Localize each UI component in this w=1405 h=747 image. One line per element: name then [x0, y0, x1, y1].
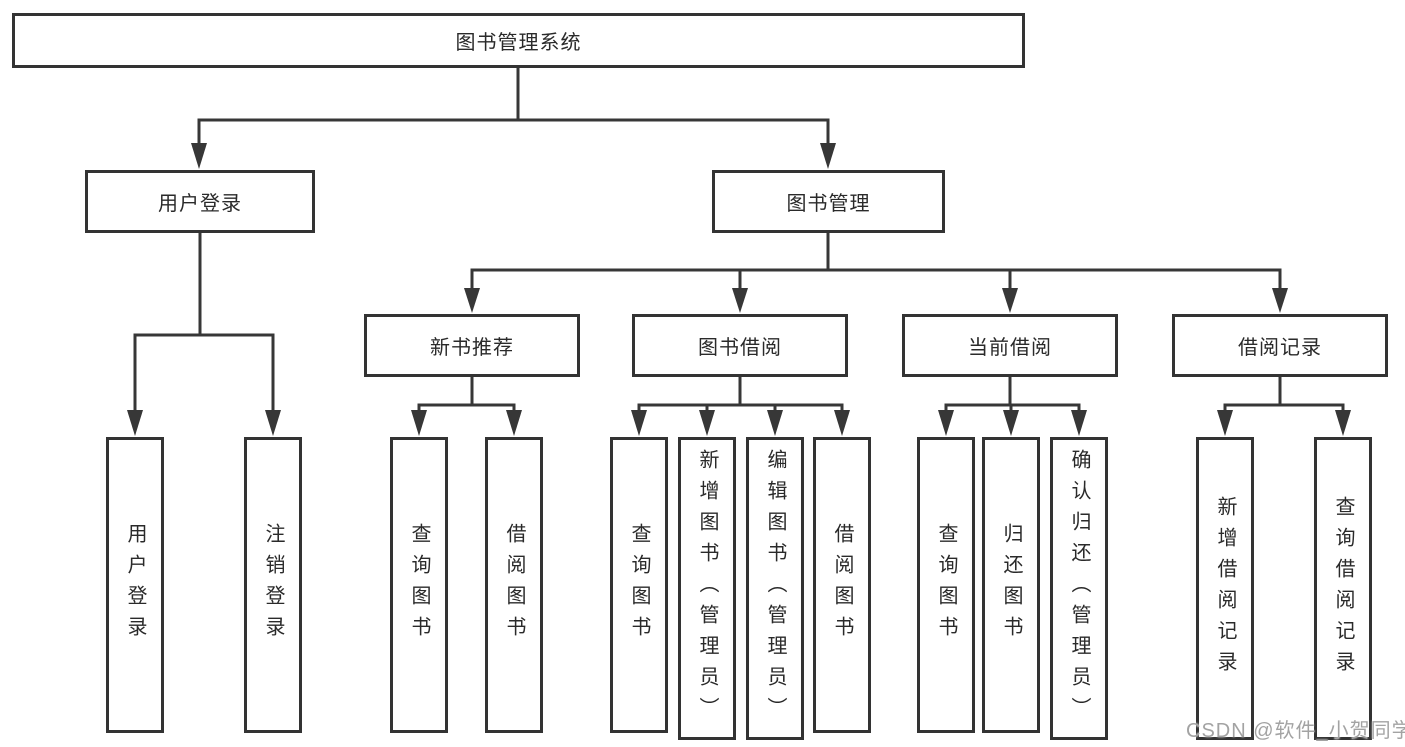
edge-book-management-to-groups [464, 233, 1288, 313]
arrow-down-icon [1217, 410, 1233, 436]
leaf-query-books-borrow: 查询图书 [610, 437, 668, 733]
node-label: 图书借阅 [698, 337, 782, 359]
leaf-confirm-return-admin: 确认归还（管理员） [1050, 437, 1108, 740]
arrow-down-icon [938, 410, 954, 436]
csdn-watermark: CSDN @软件_小贺同学 [1186, 720, 1405, 742]
edge-root-to-level2 [191, 68, 836, 169]
leaf-borrow-books-recommend: 借阅图书 [485, 437, 543, 733]
arrow-down-icon [1002, 288, 1018, 313]
leaf-add-borrow-record: 新增借阅记录 [1196, 437, 1254, 740]
node-label: 图书管理系统 [455, 32, 582, 54]
leaf-query-books-current: 查询图书 [917, 437, 975, 733]
edge-new-book-recommend-to-leaves [411, 377, 522, 436]
arrow-down-icon [1272, 288, 1288, 313]
arrow-down-icon [411, 410, 427, 436]
node-label: 图书管理 [786, 193, 871, 215]
leaf-label: 新增借阅记录 [1214, 495, 1236, 682]
arrow-down-icon [767, 410, 783, 436]
leaf-label: 查询图书 [935, 523, 957, 647]
leaf-label: 查询图书 [408, 523, 430, 647]
node-book-borrow: 图书借阅 [632, 314, 848, 377]
edge-borrow-records-to-leaves [1217, 377, 1351, 436]
arrow-down-icon [265, 410, 281, 436]
leaf-query-books-recommend: 查询图书 [390, 437, 448, 733]
node-user-login: 用户登录 [85, 170, 315, 233]
leaf-label: 新增图书（管理员） [696, 449, 718, 728]
leaf-logout: 注销登录 [244, 437, 302, 733]
leaf-add-books-admin: 新增图书（管理员） [678, 437, 736, 740]
edge-book-borrow-to-leaves [631, 377, 850, 436]
leaf-label: 用户登录 [124, 523, 146, 647]
arrow-down-icon [631, 410, 647, 436]
leaf-label: 查询图书 [628, 523, 650, 647]
arrow-down-icon [1071, 410, 1087, 436]
node-book-management: 图书管理 [712, 170, 945, 233]
arrow-down-icon [464, 288, 480, 313]
leaf-label: 注销登录 [262, 523, 284, 647]
leaf-label: 归还图书 [1000, 523, 1022, 647]
arrow-down-icon [834, 410, 850, 436]
node-new-book-recommend: 新书推荐 [364, 314, 580, 377]
leaf-label: 确认归还（管理员） [1068, 449, 1090, 728]
node-label: 新书推荐 [430, 337, 514, 359]
arrow-down-icon [699, 410, 715, 436]
node-label: 用户登录 [158, 193, 242, 215]
node-root-system: 图书管理系统 [12, 13, 1025, 68]
arrow-down-icon [732, 288, 748, 313]
arrow-down-icon [1335, 410, 1351, 436]
leaf-user-login: 用户登录 [106, 437, 164, 733]
edge-current-borrow-to-leaves [938, 377, 1087, 436]
arrow-down-icon [506, 410, 522, 436]
leaf-edit-books-admin: 编辑图书（管理员） [746, 437, 804, 740]
leaf-label: 借阅图书 [831, 523, 853, 647]
arrow-down-icon [191, 143, 207, 169]
leaf-label: 编辑图书（管理员） [764, 449, 786, 728]
leaf-label: 借阅图书 [503, 523, 525, 647]
leaf-return-books: 归还图书 [982, 437, 1040, 733]
node-label: 当前借阅 [968, 337, 1052, 359]
node-borrow-records: 借阅记录 [1172, 314, 1388, 377]
node-current-borrow: 当前借阅 [902, 314, 1118, 377]
edge-user-login-to-leaves [127, 233, 281, 436]
node-label: 借阅记录 [1238, 337, 1322, 359]
arrow-down-icon [820, 143, 836, 169]
arrow-down-icon [1003, 410, 1019, 436]
leaf-label: 查询借阅记录 [1332, 495, 1354, 682]
arrow-down-icon [127, 410, 143, 436]
leaf-query-borrow-record: 查询借阅记录 [1314, 437, 1372, 740]
leaf-borrow-books: 借阅图书 [813, 437, 871, 733]
